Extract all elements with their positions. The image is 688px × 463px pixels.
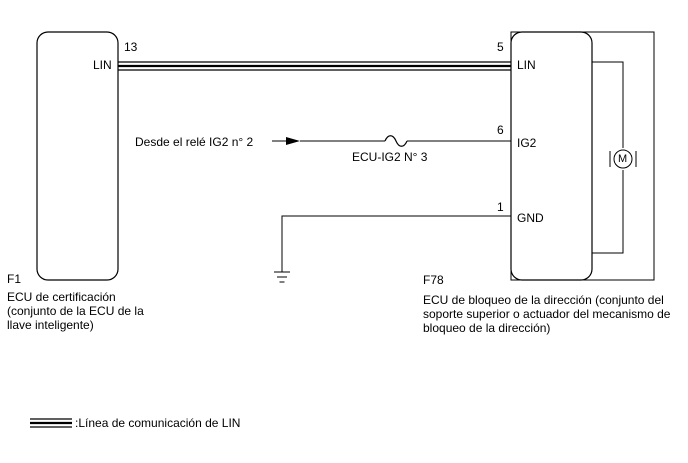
- f78-gnd-pin-number: 1: [497, 200, 504, 214]
- f1-description: ECU de certificación (conjunto de la ECU…: [7, 290, 144, 332]
- ground-icon: [274, 271, 290, 283]
- motor-symbol-label: M: [618, 153, 628, 165]
- f78-description: ECU de bloqueo de la dirección (conjunto…: [423, 293, 671, 335]
- f78-code: F78: [423, 273, 444, 287]
- ig2-power-line: [272, 135, 511, 147]
- ecu-f78-box: [510, 31, 593, 281]
- lin-communication-line: [118, 61, 511, 71]
- f1-lin-pin-number: 13: [124, 40, 138, 54]
- motor-icon: [613, 149, 633, 169]
- motor-circuit: [592, 61, 637, 254]
- legend-lin-line-label: :Línea de comunicación de LIN: [75, 416, 241, 430]
- fuse-icon: [384, 135, 408, 147]
- gnd-line: [274, 215, 511, 283]
- f1-code: F1: [7, 272, 22, 286]
- power-arrow-icon: [286, 137, 300, 145]
- f78-ig2-pin-name: IG2: [517, 136, 537, 150]
- fuse-label: ECU-IG2 N° 3: [352, 150, 428, 164]
- f1-lin-pin-name: LIN: [93, 58, 112, 72]
- f78-lin-pin-number: 5: [497, 40, 504, 54]
- legend-lin-line-symbol: [30, 418, 72, 428]
- f78-ig2-pin-number: 6: [497, 123, 504, 137]
- ecu-f1-box: [36, 31, 119, 281]
- f78-gnd-pin-name: GND: [517, 211, 544, 225]
- f78-lin-pin-name: LIN: [517, 58, 536, 72]
- power-source-label: Desde el relé IG2 n° 2: [135, 135, 254, 149]
